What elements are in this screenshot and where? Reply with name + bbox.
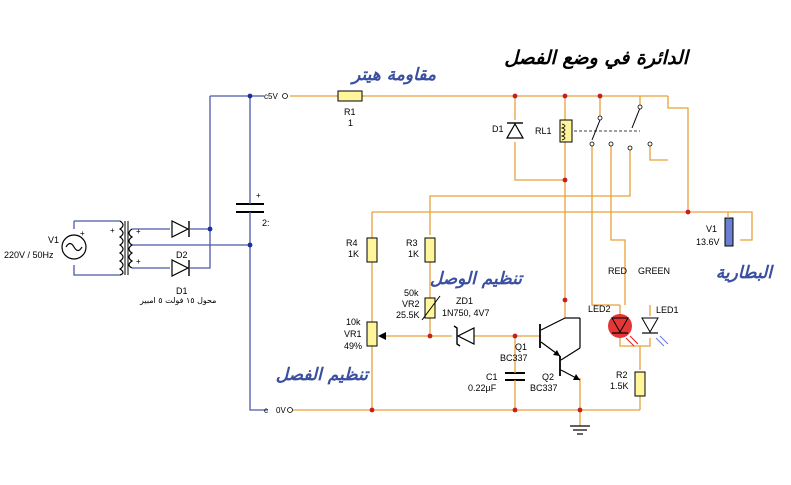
battery-v1: V1 13.6V [696, 212, 734, 247]
ground-symbol [570, 425, 590, 435]
cap-value: 2: [262, 218, 270, 228]
led1-label: LED1 [656, 305, 679, 315]
transistor-q2: Q2 BC337 [530, 317, 581, 393]
rectifier-diode-d2: D2 [171, 220, 190, 260]
cutoff-adjust-label: تنظيم الفصل [276, 365, 371, 385]
r2-name: R2 [616, 370, 628, 380]
main-capacitor: + 2: [236, 188, 270, 228]
cap-polarity: + [256, 191, 261, 200]
transistor-q1: Q1 BC337 [500, 317, 566, 363]
svg-text:+: + [80, 229, 85, 238]
zd1-value: 1N750, 4V7 [442, 308, 490, 318]
zd1-name: ZD1 [456, 296, 473, 306]
heater-resistor-label: مقاومة هيتر [349, 65, 437, 85]
supply-5v-label: c5V [264, 92, 278, 101]
r3-name: R3 [406, 238, 418, 248]
blue-wires [73, 95, 268, 411]
relay-diode-label: D1 [492, 124, 504, 134]
led2-label: LED2 [588, 304, 611, 314]
r3-value: 1K [408, 249, 419, 259]
d1-rect-label: D1 [176, 286, 188, 296]
zener-zd1: ZD1 1N750, 4V7 [442, 296, 490, 347]
relay-diode-d1: D1 [492, 122, 525, 139]
resistor-r2: R2 1.5K [610, 370, 646, 397]
c1-value: 0.22µF [468, 383, 497, 393]
q2-value: BC337 [530, 383, 558, 393]
transformer-note: محول ١٥ فولت ٥ امبير [139, 296, 216, 305]
battery-value: 13.6V [696, 237, 720, 247]
rectifier-diode-d1: D1 [171, 259, 190, 296]
vr1-name: VR1 [344, 329, 362, 339]
resistor-r3: R3 1K [406, 237, 436, 263]
q1-value: BC337 [500, 353, 528, 363]
vr1-setting: 49% [344, 341, 362, 351]
circuit-state-title: الدائرة في وضع الفصل [504, 47, 690, 69]
r1-name: R1 [344, 107, 356, 117]
transformer: + + + محول ١٥ فولت ٥ امبير [110, 220, 216, 305]
capacitor-c1: C1 0.22µF [468, 370, 525, 393]
q1-name: Q1 [515, 342, 527, 352]
supply-5v-terminal: c5V [264, 92, 288, 101]
r2-value: 1.5K [610, 381, 629, 391]
led-green-label: GREEN [638, 266, 670, 276]
d2-label: D2 [176, 250, 188, 260]
relay-label: RL1 [535, 126, 552, 136]
vr2-value: 50k [404, 288, 419, 298]
v1-value: 220V / 50Hz [4, 250, 54, 260]
svg-text:+: + [136, 257, 141, 266]
led-red-label: RED [608, 266, 628, 276]
svg-text:+: + [136, 227, 141, 236]
vr1-value: 10k [346, 317, 361, 327]
r1-value: 1 [348, 118, 353, 128]
battery-arabic-label: البطارية [716, 263, 774, 283]
potentiometer-vr1: 10k VR1 49% [344, 317, 386, 351]
svg-text:+: + [110, 226, 115, 235]
cutin-adjust-label: تنظيم الوصل [430, 269, 524, 289]
vr2-name: VR2 [402, 299, 420, 309]
supply-0v-terminal: c 0V [264, 406, 293, 415]
supply-0v-label: 0V [276, 406, 286, 415]
battery-name: V1 [706, 224, 717, 234]
relay-rl1: RL1 [535, 104, 653, 151]
junction-dots [207, 93, 691, 413]
v1-name: V1 [48, 235, 59, 245]
trimmer-vr2: 50k VR2 25.5K [396, 288, 441, 321]
ac-source-v1: + V1 220V / 50Hz [4, 229, 87, 260]
r4-value: 1K [348, 249, 359, 259]
vr2-setting: 25.5K [396, 310, 420, 320]
orange-wires [290, 95, 753, 426]
led1-green: LED1 GREEN [638, 266, 679, 347]
resistor-r1: R1 1 [337, 90, 363, 128]
c1-name: C1 [486, 372, 498, 382]
r4-name: R4 [346, 238, 358, 248]
led2-red: LED2 RED [588, 266, 639, 347]
q2-name: Q2 [542, 372, 554, 382]
supply-0v-c: c [264, 406, 268, 415]
resistor-r4: R4 1K [346, 237, 378, 263]
